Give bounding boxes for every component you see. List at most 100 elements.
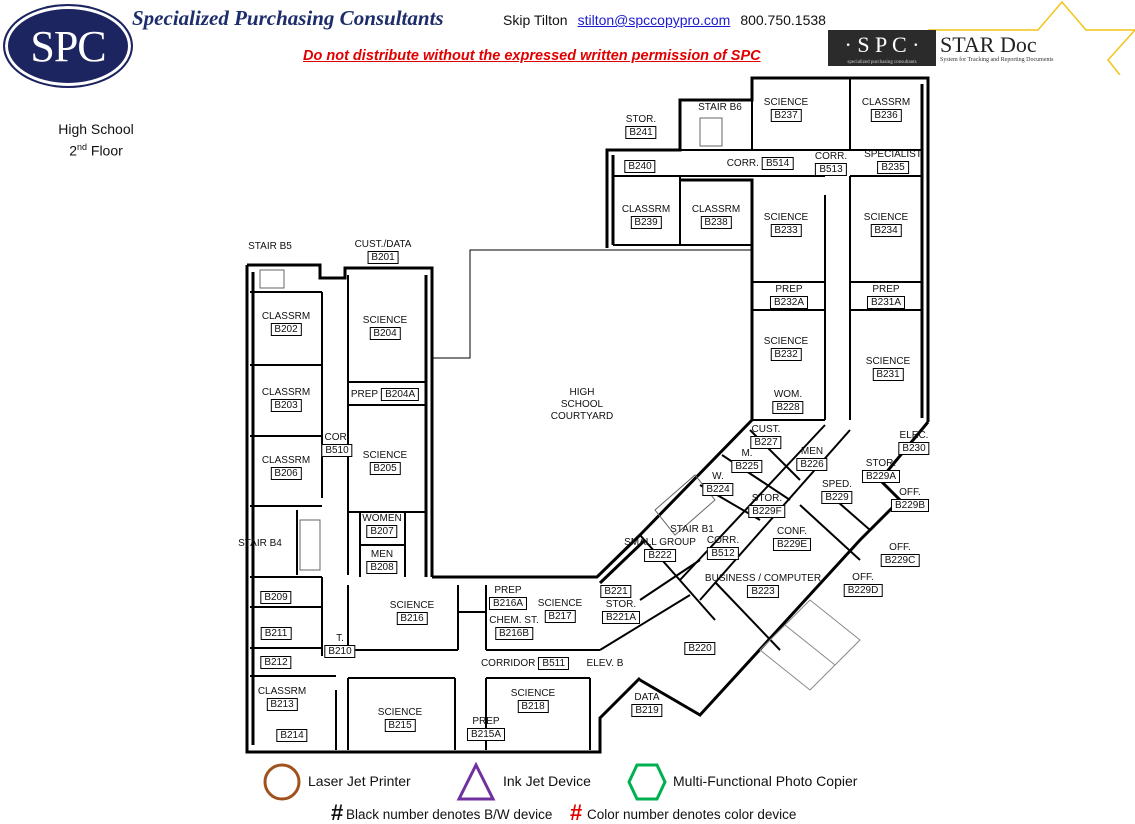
room-name: SCIENCE [510, 688, 556, 699]
room-name: M. [741, 448, 753, 459]
room-name: W. [712, 471, 724, 482]
room-label: B221 [600, 585, 632, 598]
room-number: B216 [396, 612, 428, 625]
room-name: SCIENCE [377, 707, 423, 718]
room-name: OFF. [899, 487, 921, 498]
star-logo-spc: · S P C · [844, 32, 920, 57]
room-number: B204 [369, 327, 401, 340]
room-label: CHEM. ST.B216B [489, 615, 539, 640]
room-label: B220 [684, 642, 716, 655]
legend-laser-label: Laser Jet Printer [308, 773, 411, 789]
courtyard-line: HIGH [569, 387, 595, 398]
room-label: STOR.B229A [861, 458, 901, 483]
room-label: CORR.B514 [727, 157, 794, 170]
room-label: WOM.B228 [772, 389, 804, 414]
room-label: ELEC.B230 [898, 430, 930, 455]
star-doc-spc-logo: · S P C ·specialized purchasing consulta… [828, 30, 936, 66]
room-name: CLASSRM [861, 97, 911, 108]
room-number: B229D [843, 584, 883, 597]
room-number: B510 [321, 444, 353, 457]
room-label: OFF.B229D [843, 572, 883, 597]
room-name: COR. [324, 432, 350, 443]
room-number: B205 [369, 462, 401, 475]
room-label: M.B225 [731, 448, 763, 473]
floor-label: 2nd Floor [40, 138, 152, 160]
room-name: MEN [370, 549, 394, 560]
room-name: OFF. [889, 542, 911, 553]
triangle-icon [456, 762, 496, 801]
room-number: B215A [466, 728, 506, 741]
room-label: B214 [276, 729, 308, 742]
contact-phone: 800.750.1538 [740, 12, 826, 28]
room-name: STOR. [751, 493, 783, 504]
room-number: B228 [772, 401, 804, 414]
room-name: T. [336, 633, 344, 644]
room-number: B215 [384, 719, 416, 732]
room-number: B221 [600, 585, 632, 598]
room-name: CORR. [726, 158, 759, 169]
room-number: B206 [270, 467, 302, 480]
room-number: B233 [770, 224, 802, 237]
color-text: Color number denotes color device [587, 807, 797, 822]
room-name: ELEV. B [586, 658, 624, 669]
room-number: B229 [821, 491, 853, 504]
room-name: PREP [775, 284, 803, 295]
room-label: OFF.B229C [880, 542, 920, 567]
room-name: STAIR B4 [238, 538, 282, 549]
room-name: OFF. [852, 572, 874, 583]
room-name: CHEM. ST. [489, 615, 539, 626]
room-number: B241 [625, 126, 657, 139]
room-number: B217 [544, 610, 576, 623]
room-number: B230 [898, 442, 930, 455]
courtyard-line: COURTYARD [550, 411, 614, 422]
room-number: B214 [276, 729, 308, 742]
room-number: B232A [769, 296, 809, 309]
room-label: W.B224 [702, 471, 734, 496]
room-label: STOR.B221A [601, 599, 641, 624]
room-name: STAIR B1 [670, 524, 714, 535]
room-name: CORR. [706, 535, 740, 546]
room-name: ELEC. [899, 430, 929, 441]
room-number: B229B [890, 499, 930, 512]
room-number: B221A [601, 611, 641, 624]
room-name: SCIENCE [362, 450, 408, 461]
room-number: B511 [538, 657, 570, 670]
contact-email-link[interactable]: stilton@spccopypro.com [577, 12, 731, 28]
room-label: CONF.B229E [772, 526, 812, 551]
room-name: CONF. [777, 526, 807, 537]
room-number: B229A [861, 470, 901, 483]
room-label: STAIR B6 [698, 102, 742, 114]
star-doc-subtitle: System for Tracking and Reporting Docume… [940, 57, 1054, 63]
circle-icon [263, 763, 301, 801]
room-name: SCIENCE [763, 336, 809, 347]
logo-text: SPC [30, 21, 106, 71]
room-name: PREP [872, 284, 900, 295]
room-label: CORR.B512 [707, 535, 739, 560]
room-name: DATA [634, 692, 660, 703]
room-name: MEN [800, 446, 824, 457]
room-name: CUST./DATA [354, 239, 412, 250]
room-label: B211 [260, 627, 292, 640]
room-number: B229F [748, 505, 786, 518]
room-name: CLASSRM [691, 204, 741, 215]
courtyard-line: SCHOOL [560, 399, 604, 410]
floor-suffix: nd [76, 142, 87, 152]
room-name: CLASSRM [257, 686, 307, 697]
room-number: B213 [266, 698, 298, 711]
room-name: CORR. [814, 151, 848, 162]
room-number: B207 [366, 525, 398, 538]
room-number: B235 [877, 161, 909, 174]
room-number: B231A [866, 296, 906, 309]
